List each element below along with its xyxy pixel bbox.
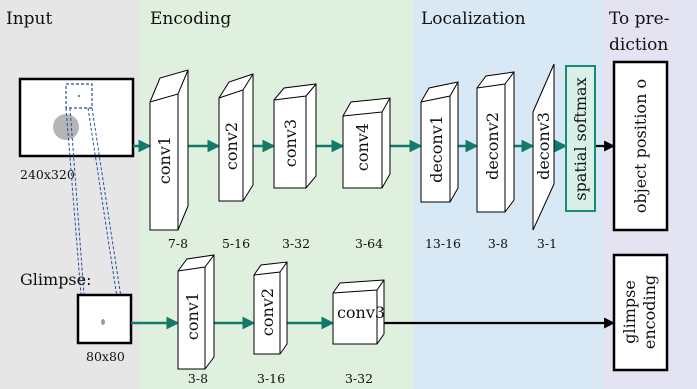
spatial-softmax-box (565, 65, 596, 212)
glimpse-layer-name: conv3 (337, 303, 385, 322)
glimpse-layer-name: conv1 (183, 292, 202, 340)
encoder-block-conv1 (149, 69, 189, 231)
localization-layer-spec: 3-1 (537, 236, 557, 251)
localization-layer-name: deconv2 (483, 112, 502, 180)
localization-layer-spec: 13-16 (425, 236, 461, 251)
section-input-title: Input (6, 9, 52, 29)
glimpse-layer-spec: 3-32 (345, 371, 373, 386)
encoder-layer-spec: 7-8 (168, 236, 188, 251)
glimpse-layer-spec: 3-16 (257, 371, 285, 386)
glimpse-encoding-label-line1: glimpse (620, 280, 639, 344)
localization-block-deconv2 (476, 71, 515, 213)
localization-layer-spec: 3-8 (488, 236, 508, 251)
encoder-block-conv3 (273, 83, 317, 189)
encoder-layer-name: conv3 (281, 119, 300, 167)
glimpse-block-conv3 (332, 279, 385, 345)
encoder-layer-name: conv1 (155, 136, 174, 184)
encoder-block-conv4 (342, 97, 391, 189)
glimpse-window (65, 83, 93, 109)
object-blob (53, 114, 79, 140)
glimpse-title: Glimpse: (20, 270, 92, 289)
glimpse-block-conv2 (253, 261, 288, 355)
section-prediction-title-line2: diction (609, 35, 668, 55)
encoder-layer-name: conv2 (222, 122, 241, 170)
spatial-softmax-label: spatial softmax (571, 77, 590, 200)
object-position-box (612, 60, 669, 232)
glimpse-layer-name: conv2 (258, 288, 277, 336)
glimpse-projection-lines (65, 107, 129, 344)
localization-block-deconv3 (532, 63, 555, 231)
object-position-label: object position o (631, 79, 650, 213)
glimpse-layer-spec: 3-8 (188, 371, 208, 386)
localization-layer-name: deconv3 (534, 112, 553, 180)
encoder-layer-spec: 3-32 (282, 236, 310, 251)
section-prediction-title-line1: To pre- (609, 9, 669, 29)
glimpse-encoding-label-line2: encoding (640, 275, 659, 349)
glimpse-encoding-box (612, 253, 669, 372)
glimpse-image (76, 293, 133, 345)
glimpse-size-label: 80x80 (86, 349, 125, 364)
section-localization-title: Localization (421, 9, 526, 29)
section-encoding-title: Encoding (150, 9, 231, 29)
localization-layer-name: deconv1 (427, 115, 446, 183)
input-image (18, 77, 135, 158)
localization-block-deconv1 (420, 81, 459, 203)
glimpse-block-conv1 (177, 254, 215, 370)
encoder-layer-spec: 3-64 (355, 236, 383, 251)
encoder-block-conv2 (218, 73, 254, 202)
encoder-layer-name: conv4 (353, 123, 372, 171)
encoder-layer-spec: 5-16 (222, 236, 250, 251)
input-size-label: 240x320 (20, 167, 75, 182)
